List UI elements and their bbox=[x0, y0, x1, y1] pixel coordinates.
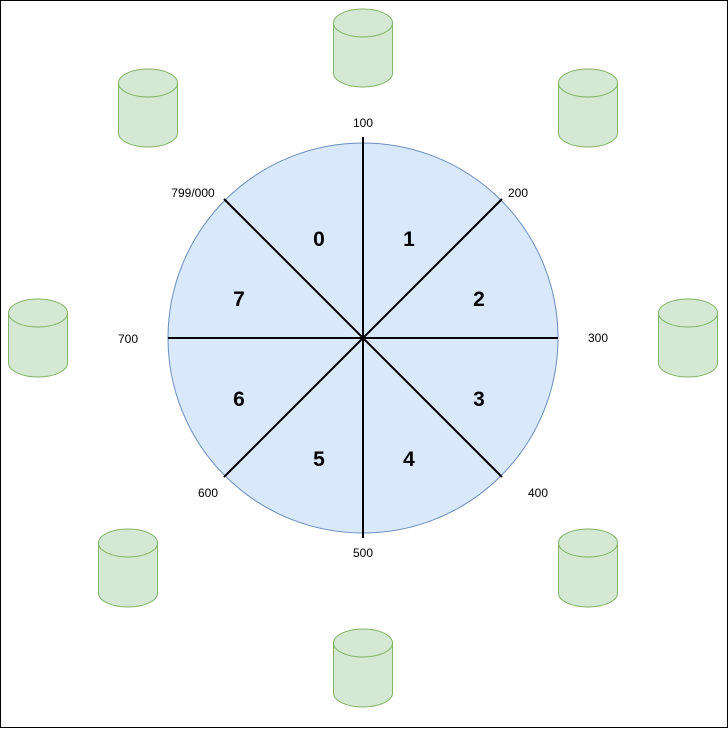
ring-dividers bbox=[168, 137, 558, 538]
boundary-label-600: 600 bbox=[198, 486, 218, 500]
boundary-label-400: 400 bbox=[528, 486, 548, 500]
divider-400-000 bbox=[223, 198, 503, 478]
cylinder-lid bbox=[333, 642, 393, 658]
database-node-icon bbox=[658, 298, 718, 378]
boundary-label-200: 200 bbox=[508, 186, 528, 200]
cylinder-lid bbox=[8, 312, 68, 328]
segment-label-1: 1 bbox=[403, 228, 415, 251]
database-node-icon bbox=[558, 528, 618, 608]
segment-label-5: 5 bbox=[313, 448, 325, 471]
cylinder-body bbox=[333, 628, 393, 708]
database-nodes bbox=[8, 8, 718, 708]
cylinder-lid bbox=[118, 82, 178, 98]
cylinder-body bbox=[8, 298, 68, 378]
boundary-label-300: 300 bbox=[588, 331, 608, 345]
segment-label-7: 7 bbox=[233, 288, 245, 311]
segment-label-3: 3 bbox=[473, 388, 485, 411]
cylinder-body bbox=[658, 298, 718, 378]
cylinder-body bbox=[558, 68, 618, 148]
boundary-label-700: 700 bbox=[118, 332, 138, 346]
database-node-icon bbox=[8, 298, 68, 378]
cylinder-body bbox=[558, 528, 618, 608]
boundary-label-500: 500 bbox=[353, 546, 373, 560]
boundary-label-799-000: 799/000 bbox=[171, 186, 215, 200]
cylinder-lid bbox=[658, 312, 718, 328]
database-node-icon bbox=[558, 68, 618, 148]
cylinder-body bbox=[98, 528, 158, 608]
cylinder-body bbox=[333, 8, 393, 88]
database-node-icon bbox=[333, 628, 393, 708]
segment-label-6: 6 bbox=[233, 388, 245, 411]
cylinder-lid bbox=[98, 542, 158, 558]
database-node-icon bbox=[118, 68, 178, 148]
segment-label-0: 0 bbox=[313, 228, 325, 251]
segment-label-2: 2 bbox=[473, 288, 485, 311]
cylinder-lid bbox=[558, 82, 618, 98]
database-node-icon bbox=[333, 8, 393, 88]
segment-label-4: 4 bbox=[403, 448, 415, 471]
cylinder-lid bbox=[558, 542, 618, 558]
cylinder-body bbox=[118, 68, 178, 148]
boundary-label-100: 100 bbox=[353, 116, 373, 130]
cylinder-lid bbox=[333, 22, 393, 38]
database-node-icon bbox=[98, 528, 158, 608]
